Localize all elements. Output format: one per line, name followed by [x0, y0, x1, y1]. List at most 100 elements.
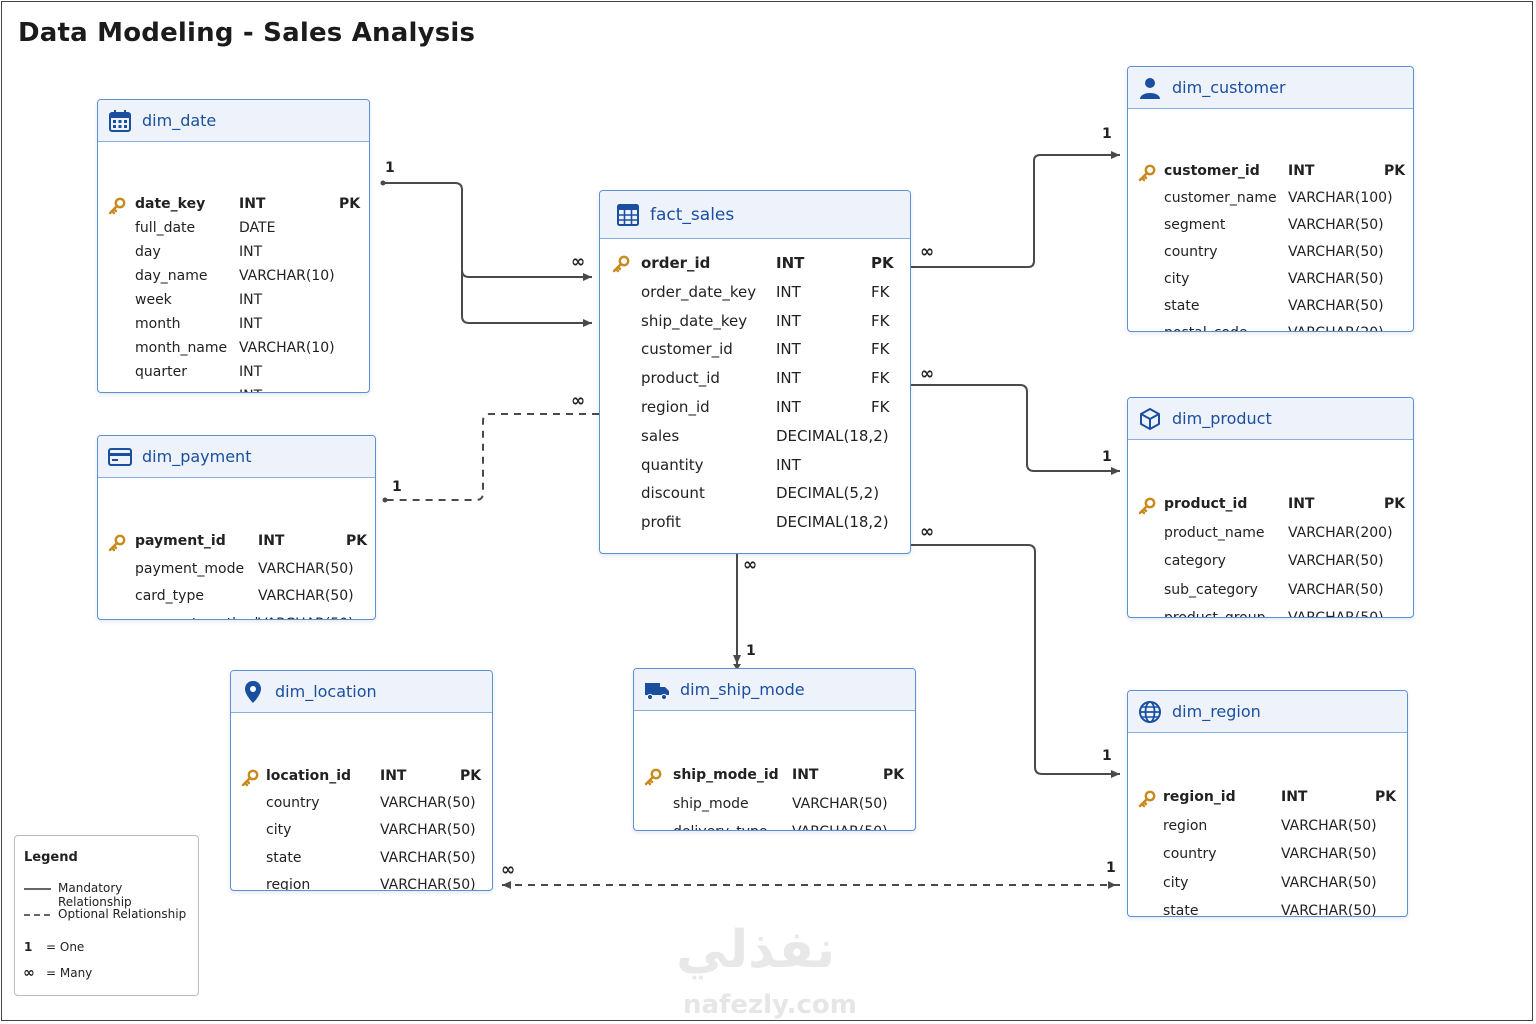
column-type: VARCHAR(50) [1281, 846, 1377, 862]
column-type: VARCHAR(50) [380, 822, 476, 839]
key-icon [108, 534, 126, 552]
truck-icon [644, 678, 670, 702]
column-key: FK [871, 311, 890, 330]
column-name: region [1163, 817, 1208, 834]
column-type: INT [239, 196, 266, 212]
column-name: product_name [1164, 524, 1265, 541]
column-name: segment [1164, 217, 1226, 233]
cardinality-one: 1 [1102, 126, 1112, 142]
column-name: payment_method [135, 616, 258, 620]
column-name: year [135, 388, 166, 392]
column-type: VARCHAR(50) [258, 588, 354, 604]
column-name: region_id [1163, 789, 1236, 805]
column-name: state [1163, 903, 1199, 917]
column-key: PK [346, 533, 368, 549]
column-type: INT [776, 282, 801, 301]
entity-name: dim_location [275, 682, 377, 701]
column-type: VARCHAR(50) [792, 795, 888, 812]
column-type: DECIMAL(5,2) [776, 484, 880, 503]
legend: Legend Mandatory Relationship Optional R… [14, 835, 199, 996]
column-name: order_id [641, 254, 711, 272]
column-type: VARCHAR(50) [1281, 817, 1377, 834]
column-type: VARCHAR(50) [1288, 298, 1384, 314]
column-key: PK [871, 254, 894, 272]
entity-header: dim_location [231, 671, 492, 713]
column-row: city VARCHAR(50) [1128, 271, 1413, 291]
legend-line-samples [24, 888, 51, 916]
column-name: product_id [1164, 496, 1248, 512]
column-type: DECIMAL(18,2) [776, 426, 889, 445]
cardinality-many: ∞ [920, 522, 935, 542]
column-name: country [266, 795, 320, 812]
column-type: DATE [239, 220, 276, 236]
column-row: payment_methodVARCHAR(50) [98, 616, 375, 620]
legend-one-symbol: 1 [24, 940, 33, 954]
entity-name: dim_product [1172, 409, 1272, 428]
column-name: day_name [135, 268, 208, 284]
column-name: region [266, 876, 311, 891]
key-icon [108, 197, 126, 215]
column-type: VARCHAR(50) [1288, 271, 1384, 287]
column-name: delivery_type [673, 824, 768, 830]
column-type: VARCHAR(50) [1281, 903, 1377, 917]
column-type: VARCHAR(20) [1288, 325, 1384, 331]
column-row: country VARCHAR(50) [231, 795, 492, 815]
cardinality-one: 1 [385, 160, 395, 176]
key-icon [1138, 497, 1156, 515]
column-type: INT [239, 244, 263, 260]
column-key: PK [1384, 496, 1406, 512]
watermark-site: nafezly.com [683, 990, 857, 1020]
column-key: FK [871, 282, 890, 301]
column-type: INT [258, 533, 285, 549]
column-name: city [1164, 271, 1190, 287]
entity-name: fact_sales [650, 204, 735, 225]
legend-one-text: = One [46, 940, 85, 954]
column-type: VARCHAR(50) [380, 795, 476, 812]
entity-name: dim_date [142, 111, 217, 130]
cardinality-one: 1 [1102, 449, 1112, 465]
column-row: postal_codeVARCHAR(20) [1128, 325, 1413, 331]
column-name: ship_mode_id [673, 767, 779, 783]
entity-name: dim_ship_mode [680, 680, 805, 699]
column-key: FK [871, 369, 890, 388]
column-type: INT [776, 311, 801, 330]
entity-header: dim_customer [1128, 67, 1413, 109]
column-name: discount [641, 484, 705, 503]
column-type: INT [1288, 496, 1315, 512]
column-type: VARCHAR(50) [1288, 610, 1384, 618]
key-icon [1138, 164, 1156, 182]
entity-header: dim_region [1128, 691, 1407, 733]
column-name: order_date_key [641, 282, 757, 301]
table-icon [616, 203, 640, 227]
cardinality-many: ∞ [501, 860, 516, 880]
key-icon [1138, 790, 1156, 808]
